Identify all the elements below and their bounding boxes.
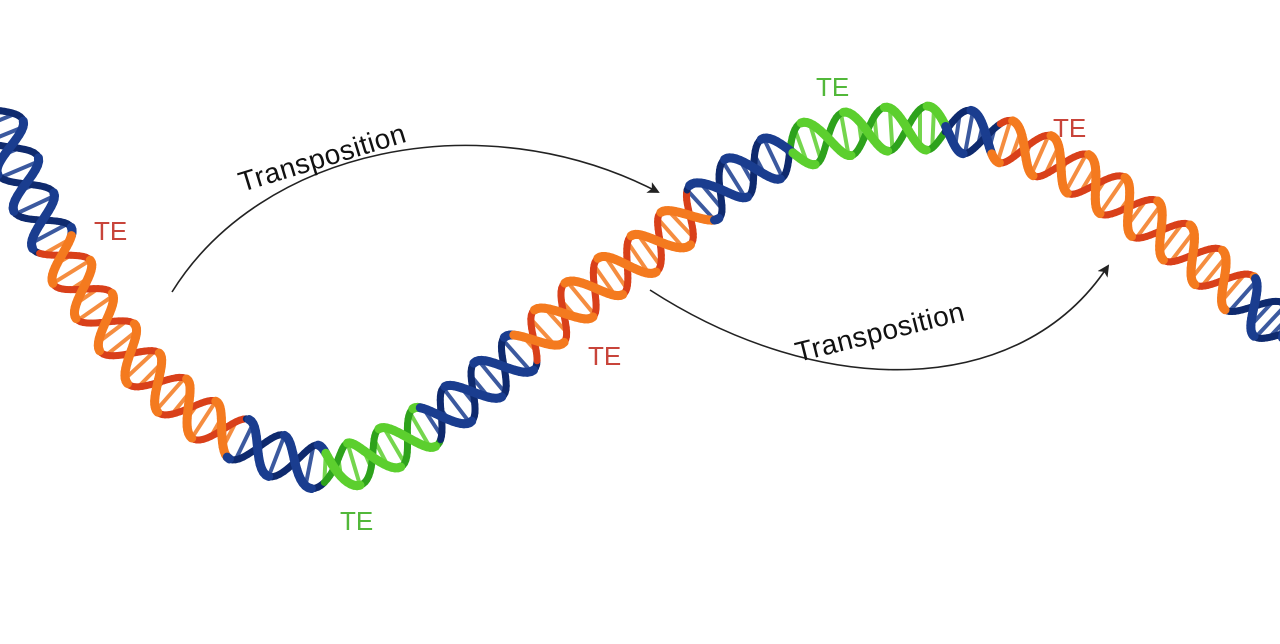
strand-segment <box>185 431 197 443</box>
strand-segment <box>261 470 274 481</box>
base-pair <box>30 222 69 245</box>
base-pair <box>656 217 685 250</box>
strand-segment <box>1061 187 1072 198</box>
transposition-arrow-upper <box>171 144 660 293</box>
strand-b-front <box>0 101 1280 491</box>
strand-segment <box>956 148 968 159</box>
te-label-middle: TE <box>588 341 621 371</box>
strand-segment <box>1219 303 1230 315</box>
base-pair <box>0 112 16 123</box>
strand-b-back <box>0 102 1280 489</box>
base-pair <box>51 258 92 286</box>
base-pair <box>721 160 748 199</box>
te-label-bottom-green: TE <box>340 506 373 536</box>
strand-segment <box>557 337 569 349</box>
base-pair <box>345 442 362 486</box>
strand-segment <box>1026 169 1038 181</box>
base-pair <box>930 108 936 148</box>
dna-double-helix <box>0 101 1280 494</box>
base-pair <box>233 422 255 461</box>
base-pair <box>1254 308 1280 339</box>
strand-segment <box>1188 278 1200 290</box>
base-pair <box>887 107 895 150</box>
strand-segment <box>27 241 38 253</box>
base-pair <box>382 426 407 465</box>
te-label-right: TE <box>1053 113 1086 143</box>
strand-segment <box>303 483 316 494</box>
base-pair <box>123 349 157 381</box>
base-pair <box>838 112 851 156</box>
strand-segment <box>712 213 724 224</box>
base-pair <box>0 159 40 180</box>
base-pair <box>266 434 287 478</box>
strand-segment <box>1125 230 1137 241</box>
base-pair <box>962 110 975 155</box>
strand-segment <box>94 343 105 356</box>
base-pair <box>501 338 533 373</box>
strand-segment <box>1248 330 1259 341</box>
strand-segment <box>8 203 19 216</box>
strand-segment <box>465 416 477 428</box>
strand-segment <box>393 462 406 473</box>
strand-segment <box>121 376 132 388</box>
strand-segment <box>151 405 163 417</box>
base-pair <box>477 359 507 395</box>
strand-segment <box>526 365 539 377</box>
strand-segment <box>616 290 628 300</box>
transposition-arrow-lower <box>649 264 1110 371</box>
strand-segment <box>222 452 234 464</box>
base-pair <box>190 400 218 440</box>
base-pair <box>408 411 432 449</box>
base-pair <box>1029 134 1051 176</box>
base-pair <box>761 137 785 179</box>
strand-segment <box>993 157 1004 168</box>
transposition-label-lower: Transposition <box>792 296 968 368</box>
base-pair <box>995 119 1013 163</box>
base-pair <box>1063 153 1089 193</box>
base-pair <box>685 188 717 222</box>
strand-segment <box>740 192 753 203</box>
strand-segment <box>586 312 598 323</box>
strand-segment <box>428 441 441 452</box>
base-pair <box>565 280 597 317</box>
te-label-left: TE <box>94 216 127 246</box>
base-pair <box>1134 203 1163 240</box>
strand-segment <box>47 276 58 288</box>
te-label-top-green: TE <box>816 72 849 102</box>
strand-segment <box>1093 207 1105 219</box>
base-pair <box>1098 176 1127 215</box>
strand-segment <box>880 146 893 156</box>
strand-segment <box>70 311 81 324</box>
base-pair <box>441 386 472 424</box>
strand-segment <box>649 267 661 278</box>
base-pair <box>303 445 316 487</box>
base-pair <box>603 255 629 290</box>
strand-segment <box>684 240 696 251</box>
strand-a-front <box>8 102 1262 494</box>
base-pair <box>76 294 115 322</box>
base-pair <box>1227 279 1258 313</box>
base-pair <box>154 376 187 412</box>
strand-segment <box>1157 253 1168 265</box>
base-pair <box>14 193 56 216</box>
strand-segment <box>494 392 507 403</box>
transposition-label-upper: Transposition <box>235 117 410 197</box>
